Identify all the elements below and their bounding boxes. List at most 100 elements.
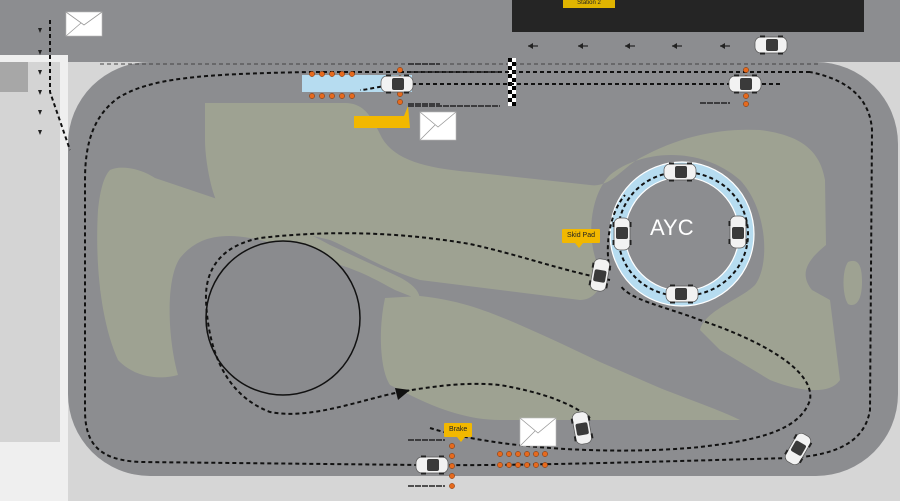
cone-icon <box>743 67 749 73</box>
car-icon <box>415 455 449 475</box>
route-north-cut <box>49 20 71 151</box>
car-icon <box>588 258 612 292</box>
infield-west-ear <box>100 260 117 307</box>
cone-icon <box>515 451 521 457</box>
direction-arrow-icon <box>395 388 410 400</box>
infield-east-ear <box>843 260 862 306</box>
checkered-flag-icon <box>508 58 516 106</box>
cone-icon <box>319 71 325 77</box>
infield-north <box>205 103 840 391</box>
left-structure <box>0 62 60 442</box>
cone-icon <box>515 462 521 468</box>
car-icon <box>380 74 414 94</box>
direction-arrow-icon <box>578 43 583 49</box>
ayc-ring-inner <box>625 177 739 291</box>
checker-square <box>512 78 516 82</box>
checker-square <box>512 74 516 78</box>
cone-icon <box>533 462 539 468</box>
checker-square <box>508 70 512 74</box>
envelope-icon <box>65 11 103 37</box>
checker-square <box>508 74 512 78</box>
cone-icon <box>506 462 512 468</box>
checker-square <box>508 94 512 98</box>
cone-icon <box>449 483 455 489</box>
route-lap <box>359 83 812 452</box>
direction-arrow-icon <box>38 28 42 33</box>
ayc-label: AYC <box>650 215 694 240</box>
car-icon <box>663 162 697 182</box>
cone-icon <box>449 463 455 469</box>
direction-arrow-icon <box>528 43 533 49</box>
direction-arrow-icon <box>720 43 725 49</box>
infield-south <box>380 296 740 420</box>
infield-north-strip <box>219 112 455 182</box>
envelope-icon <box>419 111 457 141</box>
cone-icon <box>497 451 503 457</box>
cone-icon <box>339 71 345 77</box>
car-icon <box>665 284 699 304</box>
cone-icon <box>524 451 530 457</box>
route-outer <box>84 71 874 467</box>
cone-icon <box>329 71 335 77</box>
car-icon <box>612 217 632 251</box>
checker-square <box>508 66 512 70</box>
cone-icon <box>497 462 503 468</box>
direction-arrow-icon <box>625 43 630 49</box>
checker-square <box>512 90 516 94</box>
checker-square <box>508 62 512 66</box>
cone-icon <box>349 93 355 99</box>
checker-square <box>508 86 512 90</box>
direction-arrow-icon <box>38 110 42 115</box>
checker-square <box>508 98 512 102</box>
route-skid <box>204 232 611 419</box>
car-icon <box>754 35 788 55</box>
checker-square <box>512 102 516 106</box>
skid-pad-callout: Skid Pad <box>562 229 601 248</box>
checker-square <box>508 78 512 82</box>
cone-icon <box>349 71 355 77</box>
cone-icon <box>449 443 455 449</box>
checker-square <box>508 58 512 62</box>
infield-west <box>97 167 420 378</box>
cone-icon <box>743 101 749 107</box>
direction-arrow-icon <box>38 90 42 95</box>
station-label: Station 2 <box>563 0 615 8</box>
cone-icon <box>542 451 548 457</box>
checker-square <box>508 102 512 106</box>
route <box>49 20 874 467</box>
checker-square <box>512 86 516 90</box>
checker-square <box>508 90 512 94</box>
cone-icon <box>542 462 548 468</box>
cone-icon <box>506 451 512 457</box>
cone-icon <box>339 93 345 99</box>
direction-arrows <box>38 28 730 135</box>
envelope-icon <box>519 417 557 447</box>
cars <box>380 35 813 475</box>
route-ayc-entry <box>606 194 626 271</box>
car-icon <box>784 432 813 466</box>
direction-arrow-icon <box>38 70 42 75</box>
car-icon <box>728 215 748 249</box>
direction-arrow-icon <box>38 130 42 135</box>
infield-south-strip <box>400 330 600 412</box>
marker-bar <box>354 106 410 128</box>
cone-icon <box>524 462 530 468</box>
car-icon <box>728 74 762 94</box>
checker-square <box>512 58 516 62</box>
checker-square <box>512 66 516 70</box>
cone-icon <box>329 93 335 99</box>
cone-icon <box>397 67 403 73</box>
skid-pad-circle <box>205 240 361 396</box>
checker-square <box>512 94 516 98</box>
cone-icon <box>309 71 315 77</box>
cone-icon <box>397 99 403 105</box>
cone-icon <box>533 451 539 457</box>
cone-icon <box>449 473 455 479</box>
left-column <box>0 62 28 92</box>
cone-icon <box>743 93 749 99</box>
direction-arrow-icon <box>38 50 42 55</box>
cone-icon <box>449 453 455 459</box>
cone-icon <box>319 93 325 99</box>
